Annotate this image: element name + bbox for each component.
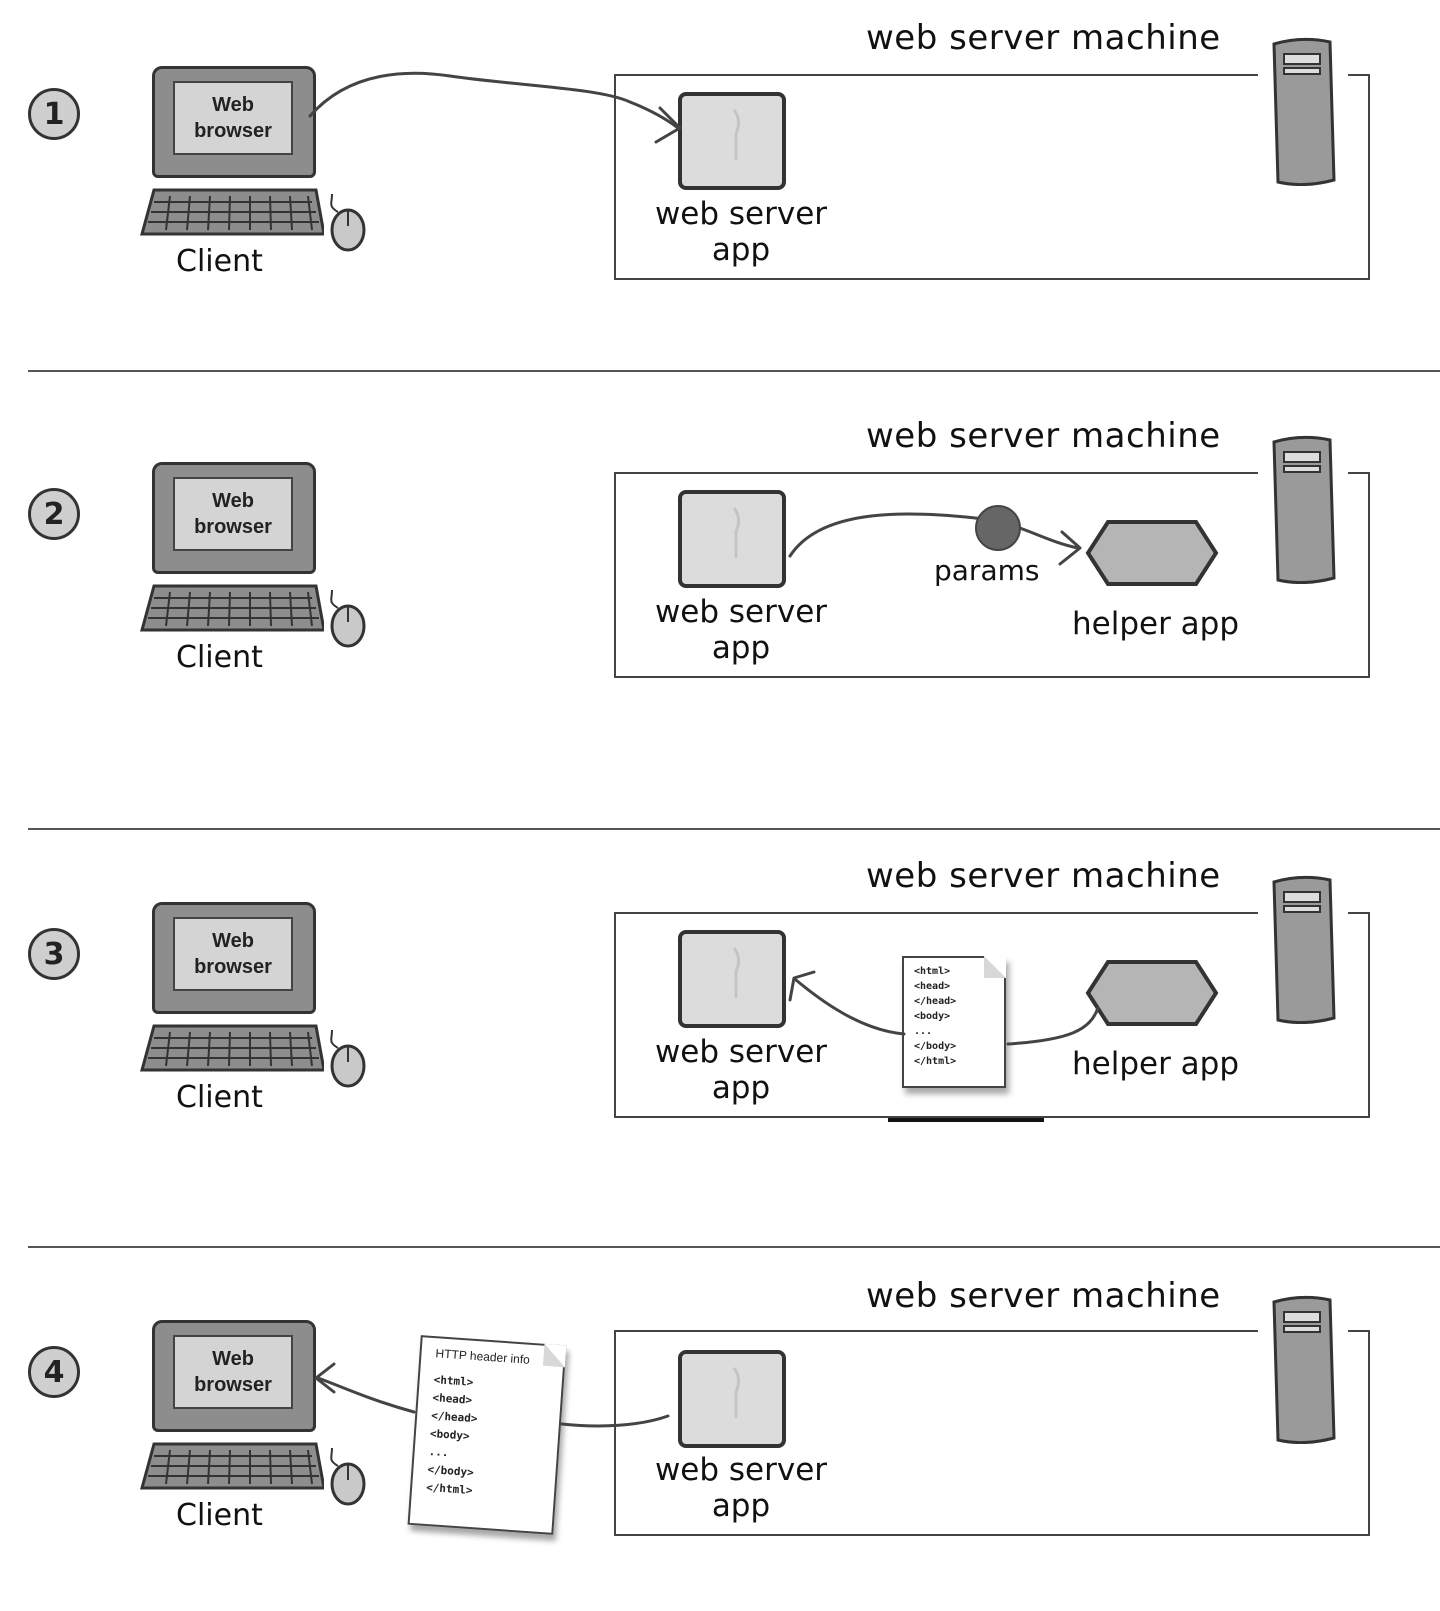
arrowhead: [654, 106, 682, 144]
web-server-app-label-line2: app: [711, 630, 771, 666]
client-label: Client: [176, 244, 263, 279]
server-tower-icon: [1272, 435, 1336, 584]
params-arrow: [788, 512, 1080, 558]
panel-divider: [28, 1246, 1440, 1248]
keyboard-icon: [140, 1024, 324, 1072]
monitor-icon: Web browser: [152, 462, 316, 574]
response-arrow-client: [316, 1376, 416, 1414]
doc-line: </html>: [914, 1056, 957, 1067]
web-browser-screen: Web browser: [173, 917, 293, 991]
web-server-app-label-line2: app: [711, 232, 771, 268]
keyboard-icon: [140, 188, 324, 236]
web-server-app-icon: [678, 490, 786, 588]
arrowhead: [1058, 530, 1082, 566]
web-server-app-label-line1: web server: [654, 1452, 828, 1488]
client-computer: Web browser Client: [140, 1320, 380, 1535]
web-server-app-icon: [678, 92, 786, 190]
doc-line: <body>: [914, 1011, 951, 1022]
html-document-icon: <html> <head> </head> <body> ... </body>…: [902, 956, 1006, 1088]
doc-line: ...: [914, 1026, 933, 1037]
client-label: Client: [176, 1498, 263, 1533]
web-server-app-label-line1: web server: [654, 196, 828, 232]
web-browser-label-line1: Web: [212, 94, 254, 116]
web-server-app-label-line1: web server: [654, 1034, 828, 1070]
client-computer: Web browser Client: [140, 66, 380, 281]
web-browser-label-line1: Web: [212, 930, 254, 952]
monitor-icon: Web browser: [152, 66, 316, 178]
mouse-icon: [330, 194, 366, 252]
client-label: Client: [176, 1080, 263, 1115]
doc-line: <html>: [914, 966, 951, 977]
web-server-app-label-line2: app: [711, 1070, 771, 1106]
web-browser-screen: Web browser: [173, 81, 293, 155]
step-badge-4: 4: [28, 1346, 80, 1398]
web-browser-label-line1: Web: [212, 1348, 254, 1370]
monitor-icon: Web browser: [152, 1320, 316, 1432]
monitor-icon: Web browser: [152, 902, 316, 1014]
web-browser-label-line2: browser: [194, 516, 272, 538]
web-browser-screen: Web browser: [173, 477, 293, 551]
mouse-icon: [330, 1030, 366, 1088]
params-dot: [975, 505, 1021, 551]
client-label: Client: [176, 640, 263, 675]
web-browser-label-line2: browser: [194, 120, 272, 142]
client-computer: Web browser Client: [140, 462, 380, 677]
response-arrow-server: [794, 978, 906, 1036]
web-server-app-label: web server app: [646, 1034, 836, 1106]
web-browser-label-line2: browser: [194, 1374, 272, 1396]
web-browser-label-line1: Web: [212, 490, 254, 512]
server-tower-icon: [1272, 1295, 1336, 1444]
arrowhead: [314, 1362, 336, 1394]
panel-divider: [28, 828, 1440, 830]
response-arrow-helper: [1006, 1006, 1100, 1046]
params-label: params: [934, 554, 1040, 587]
helper-app-label: helper app: [1072, 606, 1240, 642]
panel-divider: [28, 370, 1440, 372]
web-browser-screen: Web browser: [173, 1335, 293, 1409]
step-number: 3: [43, 936, 65, 972]
mouse-icon: [330, 590, 366, 648]
doc-line: <head>: [914, 981, 951, 992]
web-server-app-label: web server app: [646, 196, 836, 268]
helper-app-icon: [1085, 520, 1219, 586]
step-badge-3: 3: [28, 928, 80, 980]
web-server-app-icon: [678, 1350, 786, 1448]
doc-line: </body>: [914, 1041, 957, 1052]
web-server-app-label: web server app: [646, 594, 836, 666]
web-server-app-label-line2: app: [711, 1488, 771, 1524]
server-tower-icon: [1272, 875, 1336, 1024]
response-arrow-server: [560, 1414, 670, 1428]
machine-title: web server machine: [866, 1276, 1221, 1316]
mouse-icon: [330, 1448, 366, 1506]
web-server-app-label-line1: web server: [654, 594, 828, 630]
server-tower-icon: [1272, 37, 1336, 186]
step-number: 2: [43, 496, 65, 532]
step-badge-2: 2: [28, 488, 80, 540]
web-server-app-icon: [678, 930, 786, 1028]
client-computer: Web browser Client: [140, 902, 380, 1117]
step-number: 1: [43, 96, 65, 132]
web-browser-label-line2: browser: [194, 956, 272, 978]
keyboard-icon: [140, 1442, 324, 1490]
helper-app-label: helper app: [1072, 1046, 1240, 1082]
step-badge-1: 1: [28, 88, 80, 140]
arrowhead: [788, 970, 816, 1002]
request-arrow: [308, 71, 680, 130]
step-number: 4: [43, 1354, 65, 1390]
doc-line: </head>: [914, 996, 957, 1007]
machine-title: web server machine: [866, 18, 1221, 58]
web-server-app-label: web server app: [646, 1452, 836, 1524]
machine-title: web server machine: [866, 856, 1221, 896]
helper-app-icon: [1085, 960, 1219, 1026]
machine-title: web server machine: [866, 416, 1221, 456]
keyboard-icon: [140, 584, 324, 632]
